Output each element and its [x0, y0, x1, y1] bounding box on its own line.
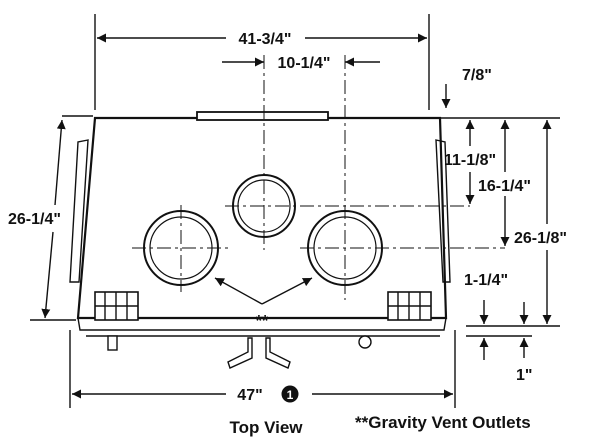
label-center-top: 11-1/8" [444, 152, 496, 169]
outlet-center-lines [132, 55, 505, 300]
top-flue-strip [196, 111, 329, 121]
right-handle [265, 337, 291, 369]
dim-overall-width [94, 14, 430, 110]
label-left-depth: 26-1/4" [8, 211, 61, 228]
right-side-bracket [435, 139, 451, 283]
label-overall-depth: 26-1/8" [514, 230, 567, 247]
gas-knob [358, 335, 372, 349]
note-marker-badge [281, 385, 299, 403]
label-bottom-lip: 1" [516, 367, 532, 384]
label-top-offset: 7/8" [462, 67, 492, 84]
label-bottom-offset: 1-1/4" [464, 272, 508, 289]
label-bottom-width: 47" [237, 387, 262, 404]
outlet-marker: ** [256, 313, 269, 330]
view-title: Top View [229, 418, 303, 437]
left-vent-grille [94, 291, 139, 321]
left-foot [107, 335, 118, 351]
dim-bottom-width [69, 330, 456, 408]
left-side-bracket [69, 139, 89, 283]
dim-left-depth [30, 115, 93, 321]
left-handle [227, 337, 253, 369]
right-vent-grille [387, 291, 432, 321]
right-extension-lines [441, 117, 560, 337]
label-side-center: 16-1/4" [478, 178, 531, 195]
outlet-pointer-arrows [214, 277, 313, 305]
unit-base-band [77, 317, 447, 331]
label-outlet-spacing: 10-1/4" [278, 55, 331, 72]
note-marker: 1 [287, 388, 294, 402]
label-overall-width: 41-3/4" [239, 31, 292, 48]
legend-text: **Gravity Vent Outlets [355, 413, 531, 432]
